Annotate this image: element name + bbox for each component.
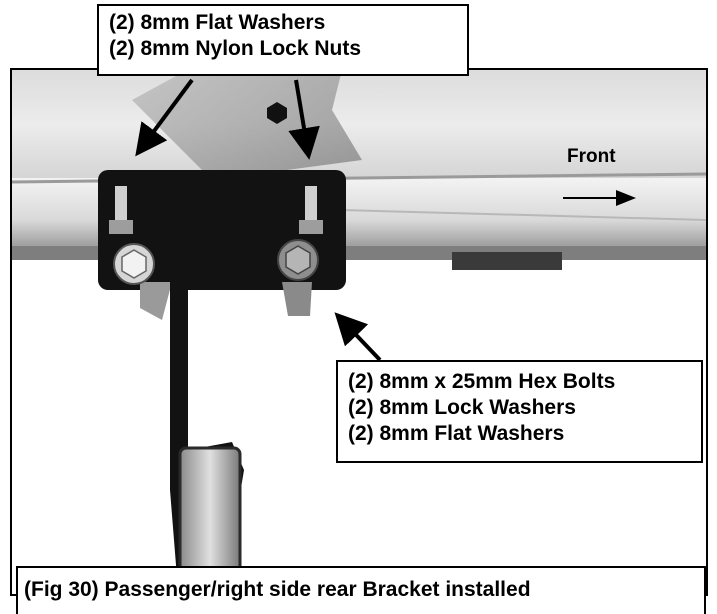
- callout-hex-bolts: (2) 8mm x 25mm Hex Bolts (2) 8mm Lock Wa…: [336, 360, 703, 463]
- stud-left: [109, 186, 133, 234]
- callout-line: (2) 8mm Lock Washers: [348, 396, 576, 419]
- bracket-tab-left: [140, 282, 172, 320]
- sill-recess: [452, 252, 562, 274]
- figure-caption: (Fig 30) Passenger/right side rear Brack…: [16, 566, 706, 614]
- hex-hole: [267, 102, 287, 124]
- callout-line: (2) 8mm Flat Washers: [348, 422, 565, 445]
- body-panel: [12, 70, 706, 180]
- callout-line: (2) 8mm Flat Washers: [109, 11, 326, 34]
- stud-right: [299, 186, 323, 234]
- callout-nuts-washers: (2) 8mm Flat Washers (2) 8mm Nylon Lock …: [97, 4, 469, 76]
- hex-bolt-left: [113, 243, 155, 285]
- callout-line: (2) 8mm x 25mm Hex Bolts: [348, 370, 616, 393]
- bracket-tab-right: [282, 282, 312, 316]
- callout-line: (2) 8mm Nylon Lock Nuts: [109, 37, 362, 60]
- bracket-pad: [178, 446, 242, 594]
- front-direction-label: Front: [567, 146, 616, 167]
- hex-bolt-right: [277, 239, 319, 281]
